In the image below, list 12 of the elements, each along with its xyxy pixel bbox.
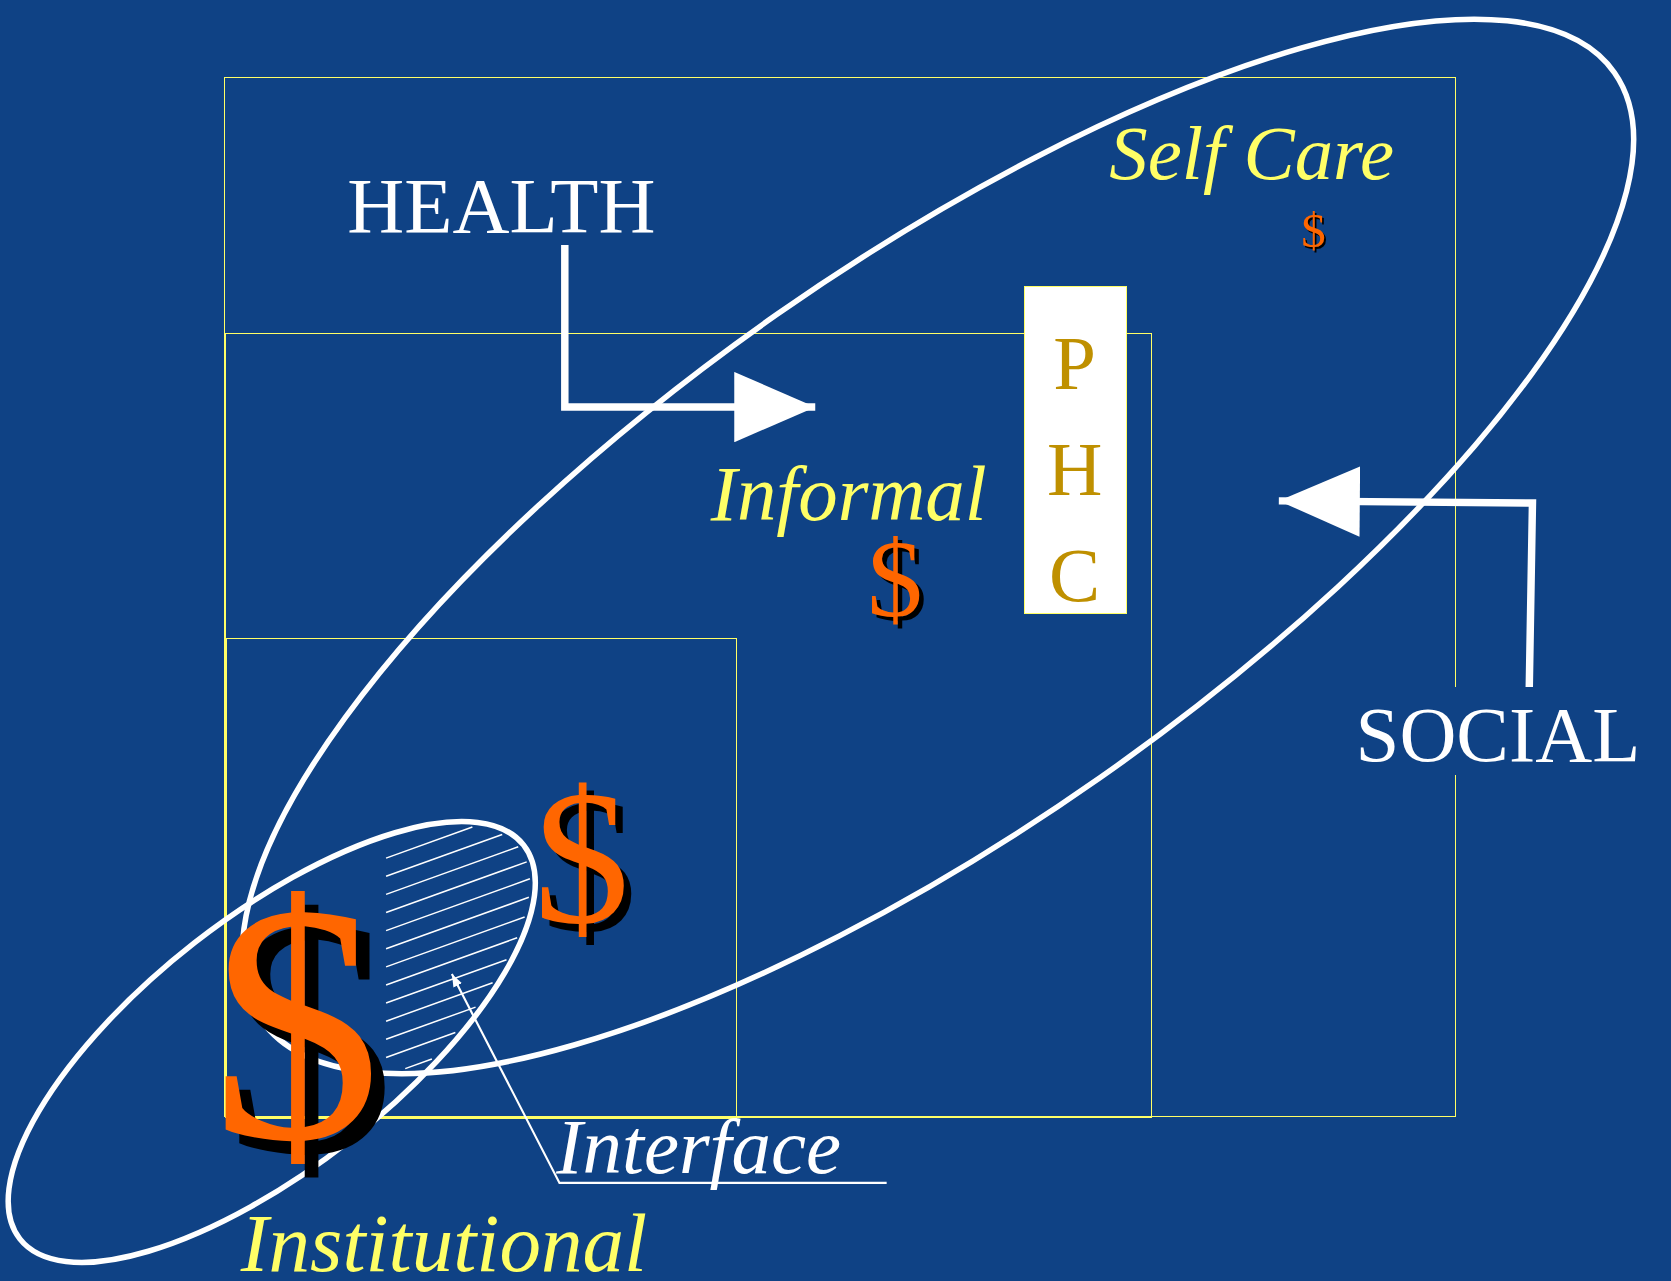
region-label: Self Care [1109, 116, 1395, 193]
dollar-sign: $ [867, 524, 923, 635]
callout-label: Interface [556, 1108, 841, 1188]
region-label: Institutional [240, 1202, 648, 1281]
leader-line [450, 973, 887, 1184]
arrow [1278, 466, 1537, 688]
dollar-sign: $ [1301, 205, 1326, 255]
vertical-label: P H C [1045, 320, 1104, 620]
dollar-sign: $ [533, 761, 630, 954]
label-box [1024, 285, 1128, 614]
hatched-area [384, 826, 531, 1071]
axis-label: HEALTH [347, 126, 656, 247]
